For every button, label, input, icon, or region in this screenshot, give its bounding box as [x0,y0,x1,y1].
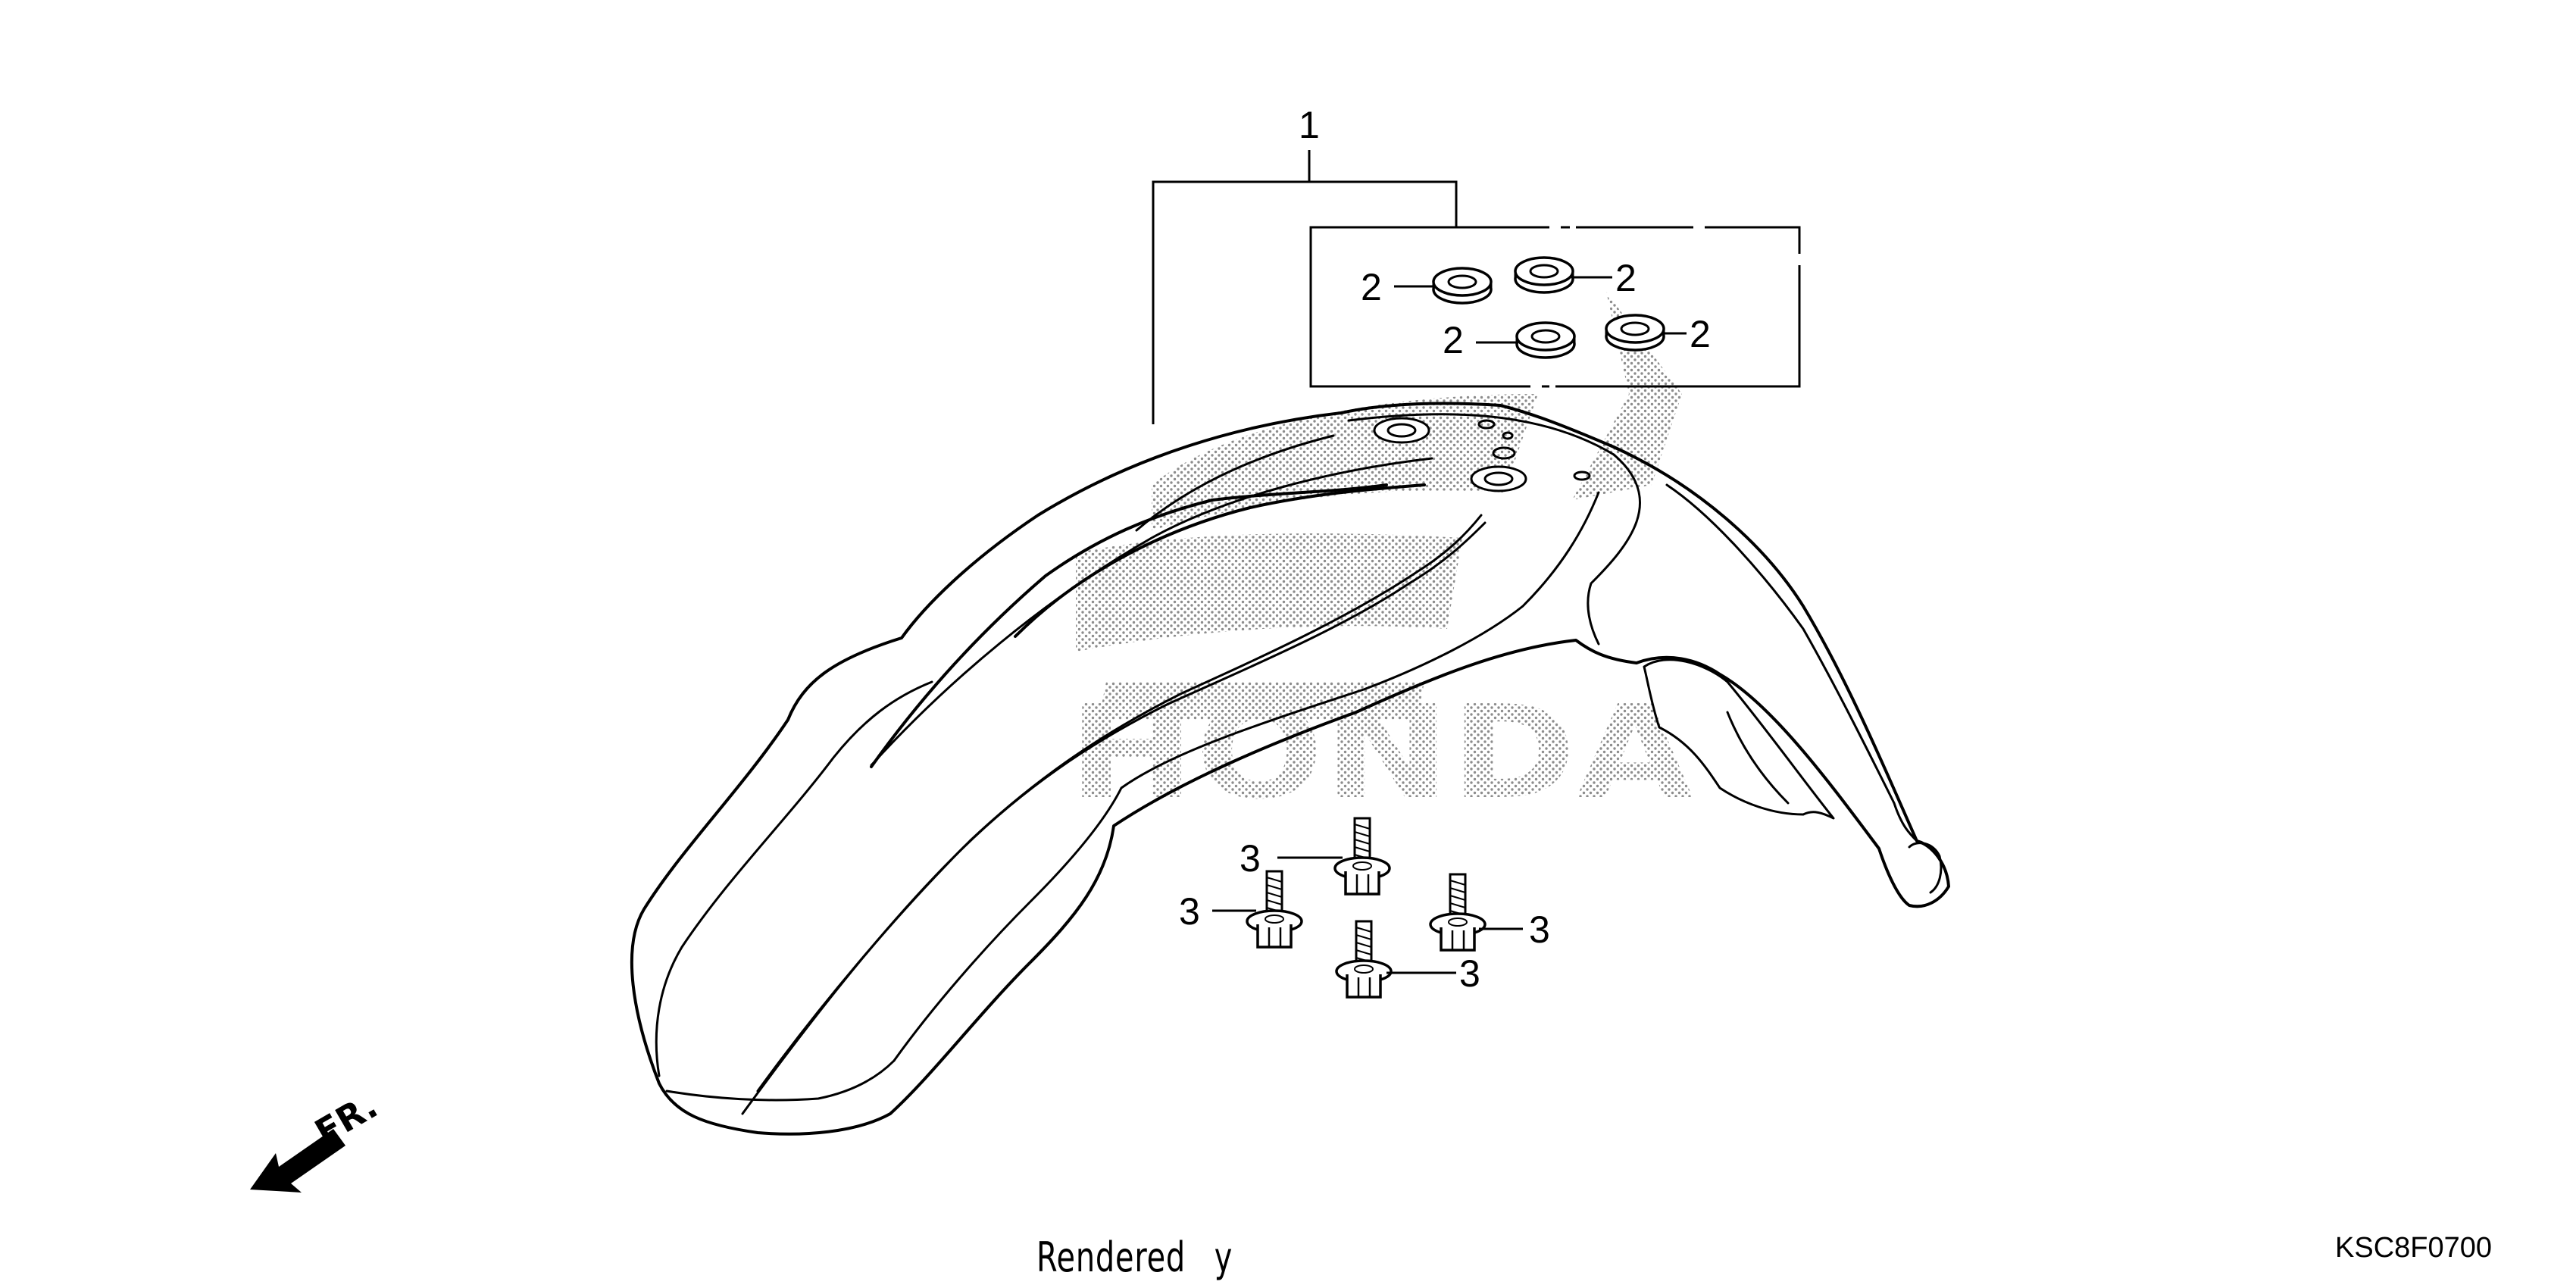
bolt-group [1246,817,1487,999]
rendered-caption-prefix: Rendered [1036,1233,1186,1281]
callout-part-3-b: 3 [1179,890,1200,933]
callout-part-2-a: 2 [1361,266,1382,308]
callouts: 1 2 2 2 2 3 3 3 3 [1179,104,1711,995]
callout-leaders [1212,276,1687,974]
callout-part-1: 1 [1299,104,1320,146]
bolt-2 [1246,870,1303,949]
bolt-1 [1333,817,1391,896]
callout-part-3-d: 3 [1459,952,1480,995]
front-fender-drawing [630,402,1950,1136]
callout-part-3-a: 3 [1240,837,1261,880]
callout-part-2-b: 2 [1615,257,1637,299]
callout-part-2-c: 2 [1443,319,1464,361]
grommet-3 [1515,321,1576,359]
grommet-2 [1514,256,1574,294]
front-direction-arrow-icon [250,1129,345,1193]
callout-part-2-d: 2 [1690,313,1711,355]
part-code: KSC8F0700 [2335,1232,2493,1264]
callout-part-3-c: 3 [1529,908,1550,951]
front-direction-indicator: FR. [250,1085,384,1193]
bolt-4 [1335,920,1393,999]
rendered-caption: Rendered y [1036,1233,1233,1281]
grommet-1 [1432,267,1493,305]
grommet-4 [1605,314,1665,352]
rendered-caption-suffix: y [1214,1233,1233,1281]
bolt-3 [1429,873,1487,952]
